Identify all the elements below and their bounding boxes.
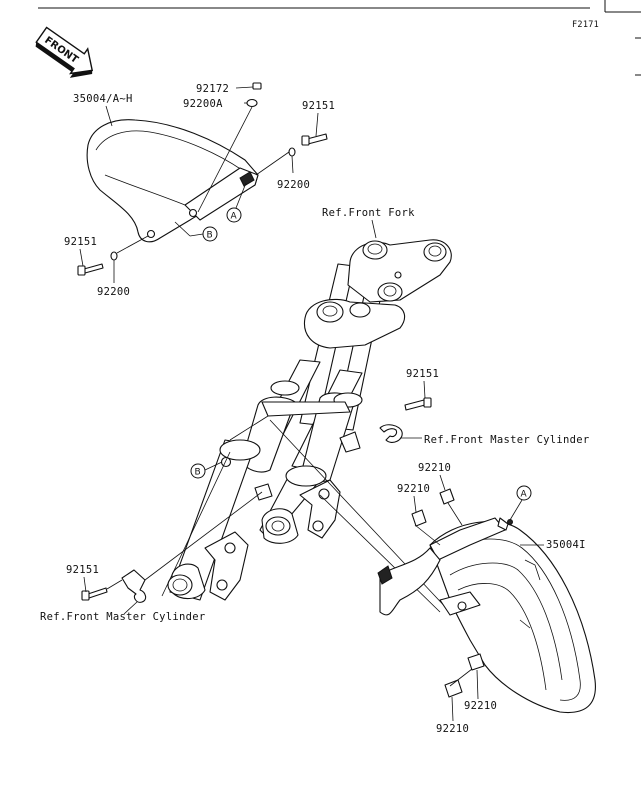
leader-clip-lower-a: [476, 669, 479, 700]
callout-b-lower-text: B: [195, 468, 201, 478]
washer-right-upper-part: [288, 147, 296, 157]
label-bolt-lower-left: 92151: [66, 564, 99, 576]
leader-bolt-to-clamp-left: [106, 579, 123, 590]
leader-front-fender: [105, 105, 113, 127]
leader-clip-lower-b: [451, 696, 454, 722]
label-ref-master-cylinder-left: Ref.Front Master Cylinder: [40, 611, 206, 623]
callout-b-lower: B: [190, 461, 223, 479]
bolt-mid-right-part: [404, 397, 432, 411]
label-front-fender: 35004/A~H: [73, 93, 133, 105]
label-rear-fender: 35004I: [546, 539, 586, 551]
washer-left-part: [110, 251, 118, 261]
label-clip-upper-a: 92210: [418, 462, 451, 474]
label-bolt-right-upper: 92151: [302, 100, 335, 112]
hose-clamp-left-part: [121, 569, 147, 603]
leader-bolt-lower-left: [83, 576, 87, 593]
callout-b-upper: B: [174, 221, 218, 242]
diagram-code: F2171: [572, 20, 599, 30]
label-ref-front-fork: Ref.Front Fork: [322, 207, 415, 219]
washer-top-part: [197, 98, 258, 213]
leader-ref-master-cylinder-left: [123, 601, 138, 615]
front-fender-part: [86, 119, 259, 243]
label-washer-right-upper: 92200: [277, 179, 310, 191]
label-clip-lower-b: 92210: [436, 723, 469, 735]
leader-clip-upper-b: [413, 495, 417, 513]
leader-clip-upper-a: [439, 474, 446, 491]
label-clip-lower-a: 92210: [464, 700, 497, 712]
leader-bolt-right-upper: [315, 112, 319, 137]
label-bolt-mid-right: 92151: [406, 368, 439, 380]
leader-washer-right-upper: [291, 155, 294, 174]
callout-a-lower-text: A: [521, 490, 528, 500]
label-ref-master-cylinder-right: Ref.Front Master Cylinder: [424, 434, 590, 446]
leader-bolt-left: [79, 248, 84, 267]
frame-lines: [38, 0, 641, 76]
callout-a-upper: A: [226, 182, 247, 223]
rear-fender-part: [377, 488, 596, 714]
label-washer-top: 92200A: [183, 98, 223, 110]
bolt-left-part: [77, 263, 104, 276]
callout-b-text: B: [207, 231, 213, 241]
front-fork-part: [167, 239, 452, 601]
hose-clamp-right-part: [379, 424, 403, 443]
leader-bolt-mid-right: [423, 380, 426, 399]
label-bolt-top: 92172: [196, 83, 229, 95]
callout-a-lower: A: [509, 485, 532, 521]
leader-washer-left-to-fender: [116, 235, 149, 254]
front-arrow-icon: FRONT: [35, 26, 94, 78]
callout-a-text: A: [231, 212, 238, 222]
bolt-right-upper-part: [301, 133, 328, 146]
label-washer-left: 92200: [97, 286, 130, 298]
label-bolt-left: 92151: [64, 236, 97, 248]
leader-ref-front-fork: [371, 219, 377, 239]
label-clip-upper-b: 92210: [397, 483, 430, 495]
bolt-top-part: [235, 82, 262, 90]
leader-washer-right-to-fender: [255, 151, 290, 176]
